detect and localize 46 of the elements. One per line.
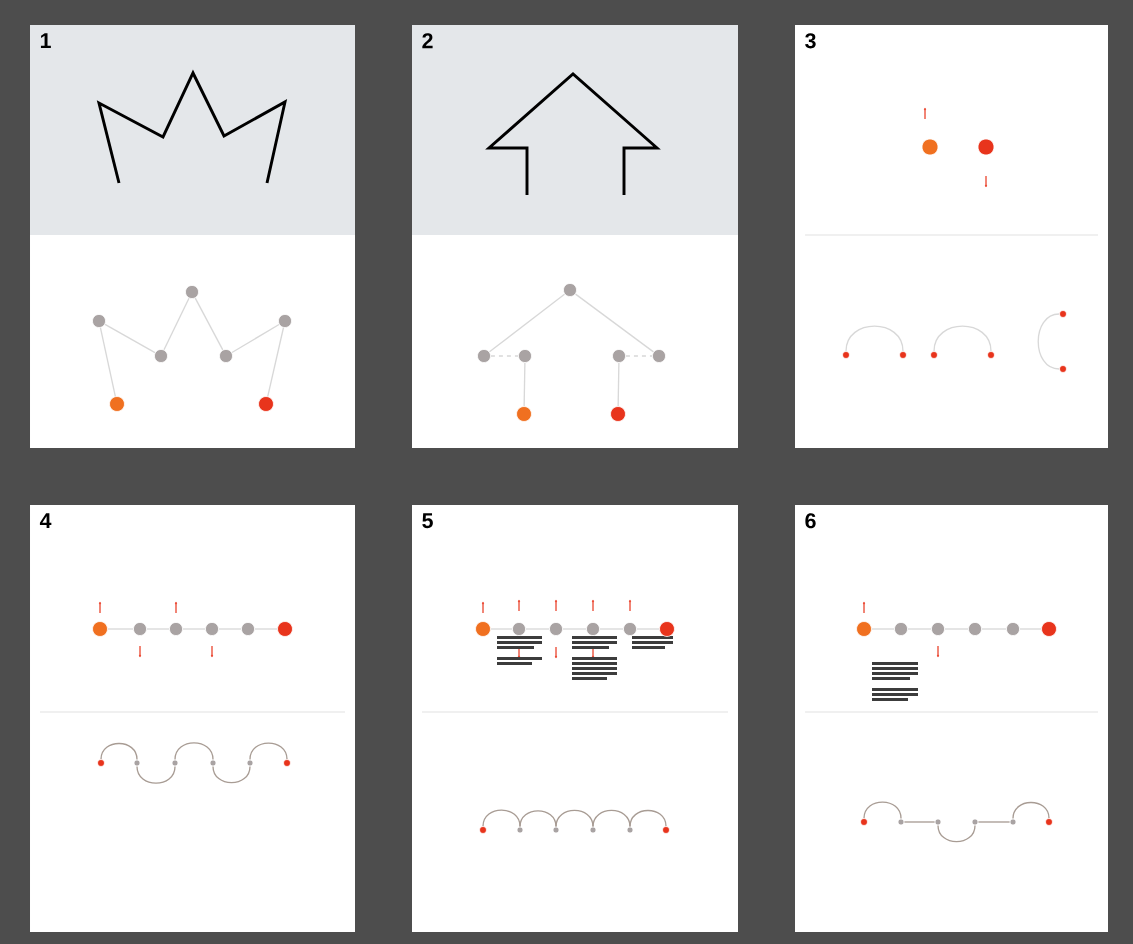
arc	[937, 824, 976, 843]
connector-line	[488, 293, 566, 353]
circle-node	[977, 138, 995, 156]
arc	[482, 809, 521, 828]
arc	[136, 765, 176, 784]
circle-node	[921, 138, 939, 156]
panel: 4	[30, 505, 355, 932]
circle-node	[610, 406, 626, 422]
arc	[519, 810, 557, 828]
circle-node	[277, 621, 293, 637]
panel: 5	[412, 505, 738, 932]
connector-line	[99, 327, 116, 397]
arc	[212, 765, 251, 784]
connector-line	[617, 362, 620, 407]
arc	[100, 742, 138, 761]
circle-node	[258, 396, 274, 412]
arc	[592, 809, 631, 828]
panel: 6	[795, 505, 1108, 932]
circle-node	[1041, 621, 1057, 637]
connector-line	[267, 327, 285, 397]
arc	[845, 325, 904, 352]
connector-line	[903, 821, 936, 823]
connector-line	[231, 323, 280, 354]
circle-node	[109, 396, 125, 412]
arc	[629, 809, 667, 828]
circle-node	[475, 621, 491, 637]
connector-line	[163, 297, 190, 351]
circle-node	[516, 406, 532, 422]
connector-line	[574, 293, 655, 353]
arc	[555, 809, 594, 828]
arc	[174, 742, 214, 761]
connector-line	[523, 362, 526, 407]
panel: 3	[795, 25, 1108, 448]
connector-line	[977, 821, 1011, 823]
connector-line	[194, 297, 224, 351]
panel: 1	[30, 25, 355, 448]
arc	[1037, 313, 1060, 370]
arc	[1012, 801, 1050, 820]
arc	[933, 325, 992, 352]
arc	[249, 742, 288, 761]
circle-node	[659, 621, 675, 637]
panel: 2	[412, 25, 738, 448]
arc	[863, 801, 902, 820]
connector-line	[104, 323, 156, 354]
circle-node	[856, 621, 872, 637]
circle-node	[92, 621, 108, 637]
